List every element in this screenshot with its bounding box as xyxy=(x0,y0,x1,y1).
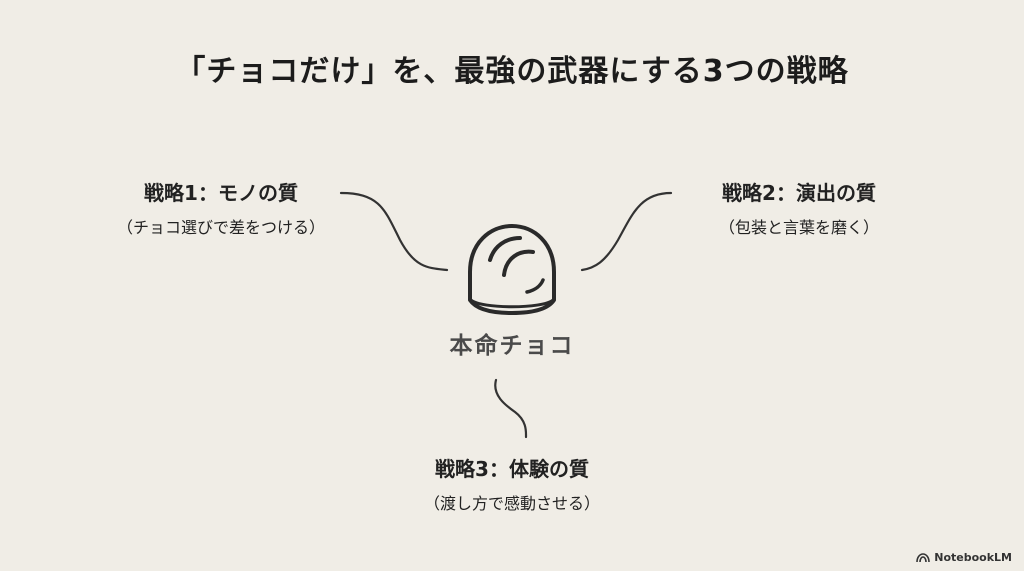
strategy-3-heading: 戦略3：体験の質 xyxy=(435,457,589,481)
strategy-2-heading: 戦略2：演出の質 xyxy=(722,181,876,205)
strategy-1-heading: 戦略1：モノの質 xyxy=(144,181,298,205)
notebooklm-logo-icon xyxy=(916,552,931,562)
strategy-2: 戦略2：演出の質 （包装と言葉を磨く） xyxy=(668,177,930,238)
connector-line-2 xyxy=(580,191,673,272)
chocolate-icon xyxy=(468,224,556,315)
strategy-3-subtitle: （渡し方で感動させる） xyxy=(423,494,600,513)
connector-line-3 xyxy=(494,378,528,439)
brand-watermark: NotebookLM xyxy=(916,551,1012,564)
center-label: 本命チョコ xyxy=(449,333,575,359)
strategy-2-subtitle: （包装と言葉を磨く） xyxy=(718,218,879,237)
slide-title: 「チョコだけ」を、最強の武器にする3つの戦略 xyxy=(175,54,849,89)
strategy-1-subtitle: （チョコ選びで差をつける） xyxy=(116,218,325,237)
brand-label: NotebookLM xyxy=(934,551,1012,564)
strategy-1: 戦略1：モノの質 （チョコ選びで差をつける） xyxy=(88,177,354,238)
strategy-3: 戦略3：体験の質 （渡し方で感動させる） xyxy=(383,453,641,514)
connector-line-1 xyxy=(339,191,449,272)
